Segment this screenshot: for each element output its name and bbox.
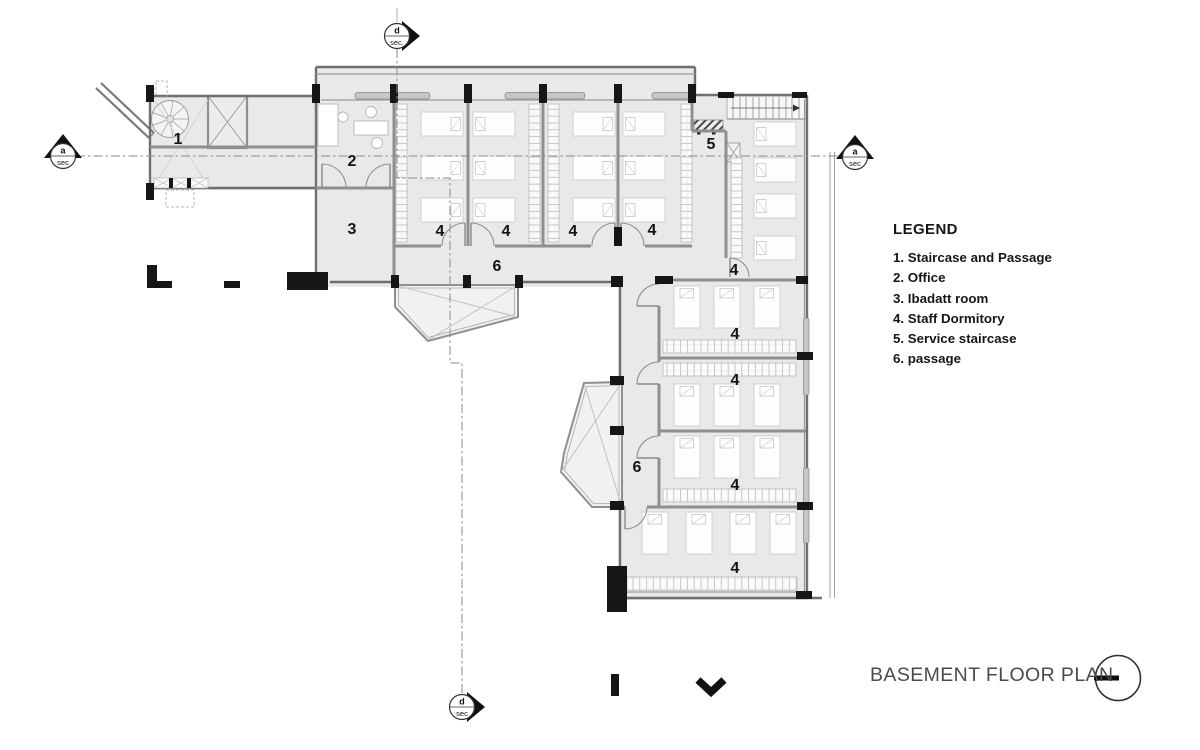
marker-label: sec. [390, 38, 404, 47]
boundary-wall-east [829, 152, 835, 598]
basement-window-strip [153, 177, 209, 189]
legend-item-3: 3. Ibadatt room [893, 290, 989, 306]
legend: LEGEND 1. Staircase and Passage 2. Offic… [893, 221, 1052, 370]
legend-item-2: 2. Office [893, 270, 946, 286]
marker-letter: d [394, 26, 400, 36]
room-label-office: 2 [348, 153, 357, 170]
room-label-passage: 6 [633, 459, 642, 476]
room-label-dorm: 4 [731, 477, 740, 494]
legend-heading: LEGEND [893, 221, 958, 238]
room-label-dorm: 4 [731, 326, 740, 343]
drawing-title: BASEMENT FLOOR PLAN [870, 664, 1114, 686]
room-label-dorm: 4 [436, 223, 445, 240]
marker-letter: a [852, 147, 858, 157]
site-marks [147, 265, 727, 698]
entrance-ramp [95, 82, 155, 139]
marker-label: sec [849, 159, 861, 168]
legend-item-1: 1. Staircase and Passage [893, 250, 1052, 265]
room-label-staircase: 1 [174, 131, 183, 148]
section-marker-bottom: d sec [448, 692, 485, 722]
interior-walls [150, 95, 806, 509]
room-label-dorm: 4 [569, 223, 578, 240]
legend-item-6: 6. passage [893, 351, 962, 367]
room-labels: 1 2 3 4 4 4 4 4 4 4 4 4 5 6 6 [174, 131, 740, 577]
room-label-passage: 6 [493, 258, 502, 275]
structural-columns [146, 84, 813, 612]
marker-label: sec [456, 709, 468, 718]
elevator-shaft [206, 94, 249, 150]
section-marker-right: a sec [836, 135, 874, 171]
marker-letter: d [459, 697, 465, 707]
locker-strips [395, 103, 798, 591]
section-marker-top: d sec. [383, 21, 420, 51]
section-lines [76, 8, 843, 694]
doors [321, 163, 750, 530]
section-marker-left: a sec [44, 134, 82, 170]
legend-item-4: 4. Staff Dormitory [893, 310, 1005, 326]
room-label-dorm: 4 [648, 222, 657, 239]
office-furniture [317, 103, 389, 149]
chevron-mark [695, 677, 727, 698]
room-label-dorm: 4 [731, 560, 740, 577]
marker-letter: a [60, 146, 66, 156]
room-label-dorm: 4 [502, 223, 511, 240]
marker-label: sec [57, 158, 69, 167]
bay-window-1 [394, 284, 519, 343]
room-label-dorm: 4 [731, 372, 740, 389]
room-label-service-stair: 5 [707, 136, 716, 153]
title-symbol [1094, 654, 1142, 702]
room-label-dorm: 4 [730, 262, 739, 279]
dashed-outlines [155, 80, 195, 208]
room-label-ibadatt: 3 [348, 221, 357, 238]
room1-cross-lines [153, 99, 209, 187]
spiral-staircase [151, 100, 189, 138]
legend-item-5: 5. Service staircase [893, 331, 1017, 347]
stair-hatch [693, 119, 724, 132]
